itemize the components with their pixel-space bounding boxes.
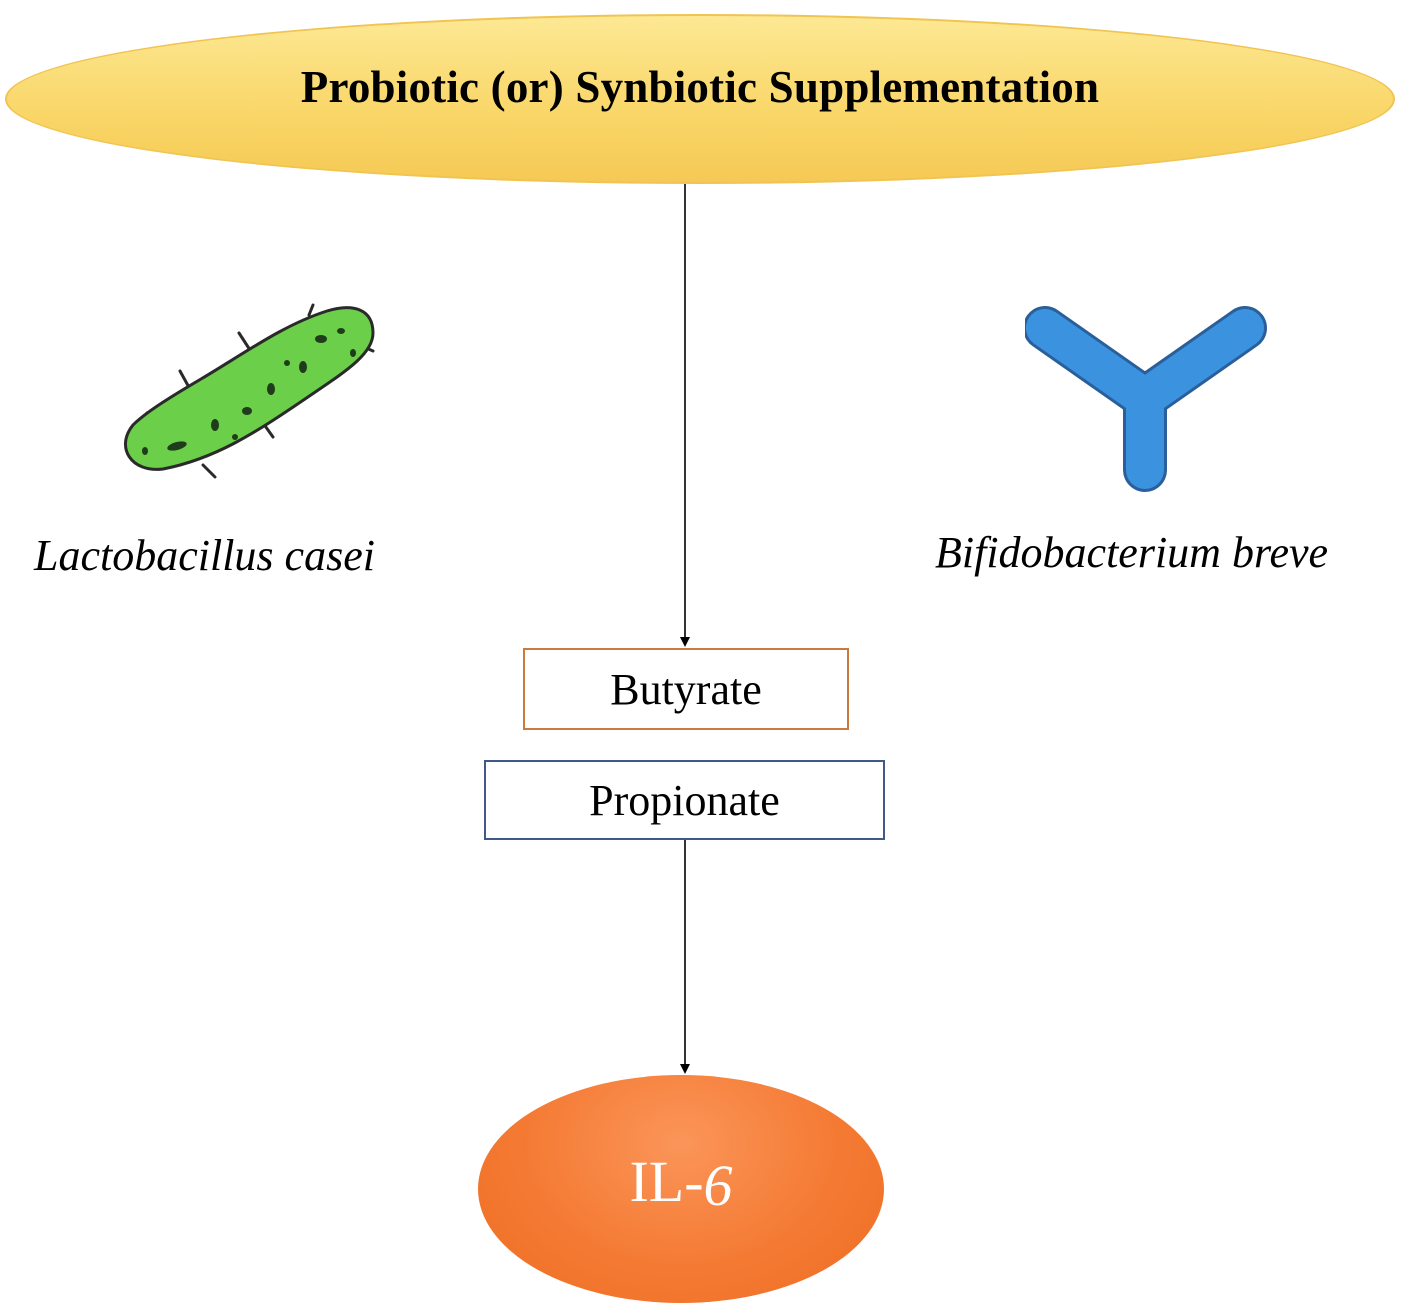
rod-bacterium-icon [124, 303, 375, 479]
il6-label-prefix: IL- [629, 1148, 704, 1214]
propionate-label: Propionate [589, 775, 780, 825]
il6-label-number: 6 [703, 1152, 733, 1218]
supplementation-node: Probiotic (or) Synbiotic Supplementation [5, 14, 1395, 184]
butyrate-label: Butyrate [610, 664, 762, 714]
il6-label: IL-6 [629, 1148, 733, 1219]
propionate-node: Propionate [484, 760, 885, 840]
butyrate-node: Butyrate [523, 648, 849, 730]
y-shaped-bacterium-icon [1025, 306, 1267, 492]
bifidobacterium-label: Bifidobacterium breve [935, 528, 1329, 577]
supplementation-label: Probiotic (or) Synbiotic Supplementation [300, 62, 1100, 112]
il6-node: IL-6 [478, 1075, 884, 1303]
lactobacillus-label: Lactobacillus casei [34, 531, 375, 580]
